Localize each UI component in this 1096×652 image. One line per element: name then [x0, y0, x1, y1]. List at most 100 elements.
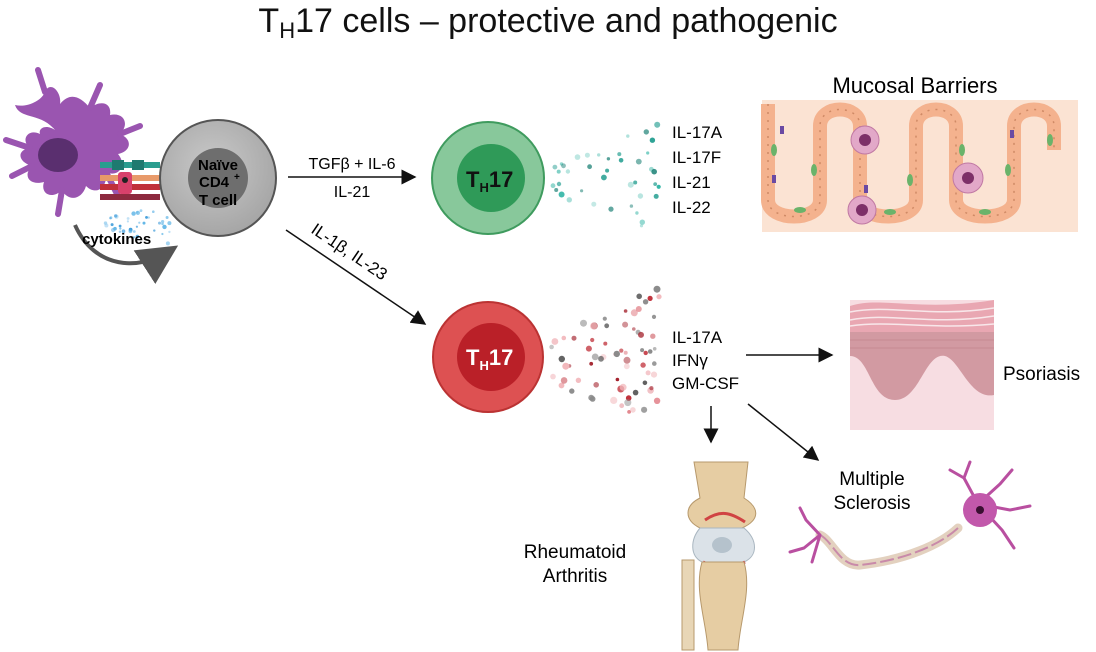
cytokine-dot — [653, 193, 659, 199]
cytokine-dot — [627, 181, 634, 188]
ra-label-line2: Arthritis — [543, 566, 607, 587]
cytokine-dot — [132, 230, 136, 233]
cytokine-dot — [552, 164, 558, 170]
cytokine-dot — [598, 355, 604, 362]
cytokine-dot — [626, 134, 630, 138]
cytokine-dot — [587, 164, 592, 170]
cytokine-dot — [613, 350, 620, 358]
cytokine-dot — [561, 335, 567, 341]
cytokine-dot — [591, 201, 597, 207]
cytokine-dots-pathogenic — [549, 285, 662, 414]
cytokine-dot — [608, 206, 614, 212]
cytokine-dot — [615, 377, 620, 382]
cytokine-dot — [590, 337, 595, 343]
cytokine-dot — [589, 396, 596, 402]
cytokine-dot — [623, 309, 628, 313]
cytokine-dot — [605, 168, 610, 173]
cytokine-dot — [132, 236, 136, 239]
cytokine-dot — [623, 363, 630, 370]
cytokine-dot — [653, 397, 661, 404]
receptor-complex — [100, 160, 160, 200]
cytokine-dot — [603, 341, 608, 346]
cytokine-dot — [165, 216, 169, 219]
cytokine-dot — [623, 356, 631, 364]
cytokine-dot — [640, 362, 646, 368]
pathogenic-cytokine-2: IFNγ — [672, 351, 708, 370]
naive-sup: + — [234, 172, 240, 183]
cytokine-dot — [653, 285, 661, 293]
naive-t-cell: Naïve CD4 + T cell — [159, 119, 277, 237]
cytokine-dot — [556, 169, 561, 174]
cytokine-dot — [624, 399, 632, 407]
cytokine-dot — [135, 234, 140, 239]
cytokine-dot — [642, 299, 649, 305]
cytokine-dot — [556, 181, 562, 187]
cytokine-dot — [118, 230, 122, 233]
pathogenic-cell-sub: H — [479, 358, 488, 373]
cytokine-dot — [549, 344, 554, 350]
cytokine-dot — [561, 163, 566, 169]
cytokine-dot — [633, 180, 638, 185]
cytokine-dot — [165, 241, 170, 246]
mucosal-barrier-illustration — [761, 100, 1078, 232]
cytokine-dot — [121, 229, 126, 233]
cytokine-dot — [652, 361, 657, 366]
neuron-illustration — [788, 460, 1032, 570]
cytokine-dot — [161, 220, 165, 224]
pathogenic-cell-num: 17 — [489, 345, 513, 370]
cytokine-dot — [617, 152, 622, 157]
cytokine-dot — [601, 174, 607, 181]
cytokine-dot — [109, 216, 113, 220]
cytokine-dot — [554, 188, 559, 192]
cytokine-dot — [153, 229, 156, 232]
cytokine-dot — [585, 345, 592, 352]
pathogenic-cytokine-1: IL-17A — [672, 328, 723, 347]
cytokine-dots-dendritic — [103, 209, 172, 246]
cytokine-dot — [656, 184, 661, 189]
cytokine-dot — [162, 224, 167, 230]
cytokine-dot — [168, 230, 171, 234]
ra-label-line1: Rheumatoid — [524, 542, 626, 563]
cytokine-dot — [643, 129, 649, 135]
cytokine-dot — [632, 389, 639, 396]
cytokine-dot — [654, 121, 661, 128]
pathogenic-cytokine-3: GM-CSF — [672, 374, 739, 393]
cytokine-dot — [651, 314, 657, 319]
cytokine-dot — [167, 221, 172, 226]
cytokine-dots-protective — [550, 121, 661, 228]
naive-line1: Naïve — [198, 157, 238, 174]
cytokine-dot — [656, 294, 662, 300]
protective-cytokine-3: IL-21 — [672, 173, 711, 192]
cytokine-dot — [645, 370, 651, 376]
protective-cytokine-2: IL-17F — [672, 148, 721, 167]
cytokine-dot — [629, 204, 634, 208]
cytokine-dot — [142, 221, 146, 225]
ms-label-line2: Sclerosis — [833, 493, 910, 514]
cytokine-dot — [622, 321, 629, 328]
cytokine-dot — [640, 348, 645, 353]
cytokine-dot — [591, 353, 599, 361]
protective-cell-num: 17 — [489, 167, 513, 192]
neutrophil-cells — [847, 125, 984, 225]
cytokine-dot — [569, 388, 575, 394]
cytokine-dot — [139, 209, 143, 213]
cytokine-dot — [161, 232, 164, 236]
naive-line2: CD4 — [199, 174, 230, 191]
cytokine-dot — [635, 306, 642, 312]
cytokine-dot — [638, 331, 644, 338]
cytokine-dot — [597, 153, 601, 157]
cytokine-dot — [643, 350, 648, 356]
cytokine-dot — [575, 377, 582, 383]
cytokine-dot — [118, 224, 122, 228]
psoriasis-skin-illustration — [849, 300, 995, 430]
cytokine-dot — [593, 382, 599, 388]
cytokine-dot — [126, 217, 130, 220]
cytokine-dot — [646, 151, 650, 155]
cytokine-dot — [560, 377, 568, 384]
cytokine-dot — [104, 223, 109, 228]
cytokine-dot — [562, 362, 570, 370]
cytokine-dot — [602, 316, 607, 321]
protective-cell-t: T — [466, 167, 480, 192]
cytokine-dot — [145, 216, 148, 219]
